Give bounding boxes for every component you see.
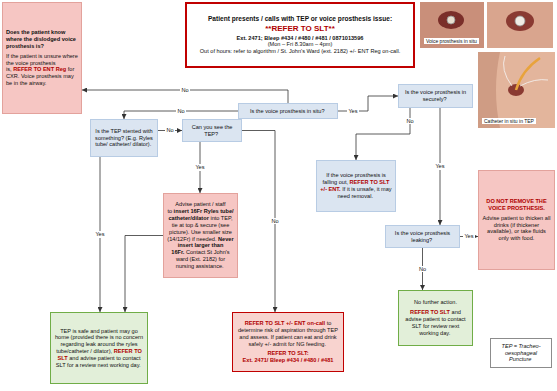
edge-label: No: [165, 127, 174, 133]
prosthesis-photo: [420, 2, 484, 48]
edge-label: Yes: [194, 164, 205, 170]
voice-prosthesis: [447, 16, 455, 24]
node-text: Is the voice prosthesis in situ?: [250, 108, 325, 114]
node-text: Out of hours: refer to algorithm / St. J…: [190, 48, 410, 55]
text-block: Is the voice prosthesis leaking?: [389, 230, 456, 244]
text-block: Does the patient know where the dislodge…: [6, 29, 78, 87]
decision-box: Is the voice prosthesis leaking?: [385, 225, 460, 248]
node-text: Advise patient to thicken all drinks (if…: [482, 215, 551, 242]
text-block: Is the voice prosthesis in situ?: [242, 108, 334, 115]
node-text: and advise patient to contact SLT for a …: [56, 355, 141, 368]
node-text: Ext. 2471; Bleep #434 / #480 / #481 / 08…: [190, 35, 410, 42]
edge-label: Yes: [94, 231, 105, 237]
edge-label: No: [176, 108, 185, 114]
node-text: Patient presents / calls with TEP or voi…: [190, 15, 410, 23]
text-block: Is the TEP stented with something? (E.g.…: [94, 128, 154, 148]
node-text: REFER TO SLT +/- ENT on-call: [245, 320, 325, 326]
text-block: No further action.REFER TO SLTand advise…: [402, 299, 469, 336]
text-block: If the voice prosthesis is falling out,R…: [320, 172, 392, 199]
edge-label: Yes: [347, 108, 358, 114]
text-block: TEP = Tracheo-oesophageal Puncture: [494, 343, 548, 363]
outcome-box: No further action.REFER TO SLTand advise…: [398, 290, 473, 346]
decision-box: Is the voice prosthesis in securely?: [398, 84, 473, 108]
edge-label: Yes: [463, 233, 474, 239]
photo-skin: [420, 2, 484, 48]
edge-label: No: [180, 87, 189, 93]
text-block: Advise patient / staff toinsert 16Fr Ryl…: [167, 201, 234, 269]
node-text: (Mon – Fri 8.30am – 4pm): [190, 41, 410, 48]
flow-arrow: [125, 236, 163, 313]
process-box: If the voice prosthesis is falling out,R…: [316, 160, 396, 212]
outcome-box: TEP is safe and patient may go home (pro…: [50, 312, 148, 384]
catheter-tube: [516, 58, 540, 90]
photo-skin: [487, 2, 553, 48]
text-block: Can you see the TEP?: [186, 124, 238, 138]
voice-prosthesis: [515, 16, 525, 26]
neck-shade: [478, 52, 500, 128]
edge-label: No: [270, 218, 279, 224]
referral-box: REFER TO SLT +/- ENT on-callto determine…: [232, 312, 344, 372]
text-block: REFER TO SLT +/- ENT on-callto determine…: [236, 320, 340, 364]
decision-box: Is the TEP stented with something? (E.g.…: [90, 119, 158, 157]
node-text: REFER TO SLT:: [236, 350, 340, 357]
photo-caption: Catheter in situ in TEP: [482, 118, 536, 124]
stoma: [506, 11, 534, 31]
catheter-tie: [504, 56, 548, 86]
node-text: Is the voice prosthesis leaking?: [395, 230, 450, 243]
photo-skin: [478, 52, 555, 128]
text-block: Patient presents / calls with TEP or voi…: [190, 15, 410, 55]
definition-box: TEP = Tracheo-oesophageal Puncture: [490, 338, 552, 368]
node-text: REFER TO ENT Reg: [13, 66, 66, 72]
node-text: Is the voice prosthesis in securely?: [405, 89, 466, 102]
text-block: TEP is safe and patient may go home (pro…: [54, 328, 144, 369]
node-text: Does the patient know where the dislodge…: [6, 29, 78, 49]
edge-label: No: [418, 266, 427, 272]
action-box: DO NOT REMOVE THE VOICE PROSTHESIS. Advis…: [478, 170, 555, 270]
note-box: Does the patient know where the dislodge…: [2, 2, 82, 114]
prosthesis-photo: [487, 2, 553, 48]
node-text: TEP = Tracheo-oesophageal Puncture: [501, 343, 540, 363]
decision-box: Can you see the TEP?: [182, 119, 242, 142]
text-block: Is the voice prosthesis in securely?: [402, 89, 469, 103]
flow-arrow: [356, 108, 410, 160]
edge-label: No: [405, 118, 414, 124]
node-text: REFER TO SLT: [410, 309, 450, 315]
node-text: Ext. 2471/ Bleep #434 / #480 / #481: [236, 357, 340, 364]
catheter-photo: [478, 52, 555, 128]
text-block: DO NOT REMOVE THE VOICE PROSTHESIS. Advis…: [482, 198, 551, 242]
node-text: Can you see the TEP?: [192, 124, 233, 137]
edge-label: Yes: [434, 163, 445, 169]
node-text: DO NOT REMOVE THE VOICE PROSTHESIS.: [482, 198, 551, 212]
stoma: [438, 11, 464, 29]
action-box: Advise patient / staff toinsert 16Fr Ryl…: [163, 193, 238, 278]
decision-box: Is the voice prosthesis in situ?: [238, 103, 338, 119]
node-text: If it is unsafe, it may need removal.: [337, 186, 391, 199]
photo-caption: Voice prosthesis in situ: [424, 38, 479, 44]
header-box: Patient presents / calls with TEP or voi…: [185, 2, 415, 68]
node-text: No further action.: [402, 299, 469, 306]
node-text: Is the TEP stented with something? (E.g.…: [95, 128, 153, 148]
node-text: **REFER TO SLT**: [190, 24, 410, 34]
